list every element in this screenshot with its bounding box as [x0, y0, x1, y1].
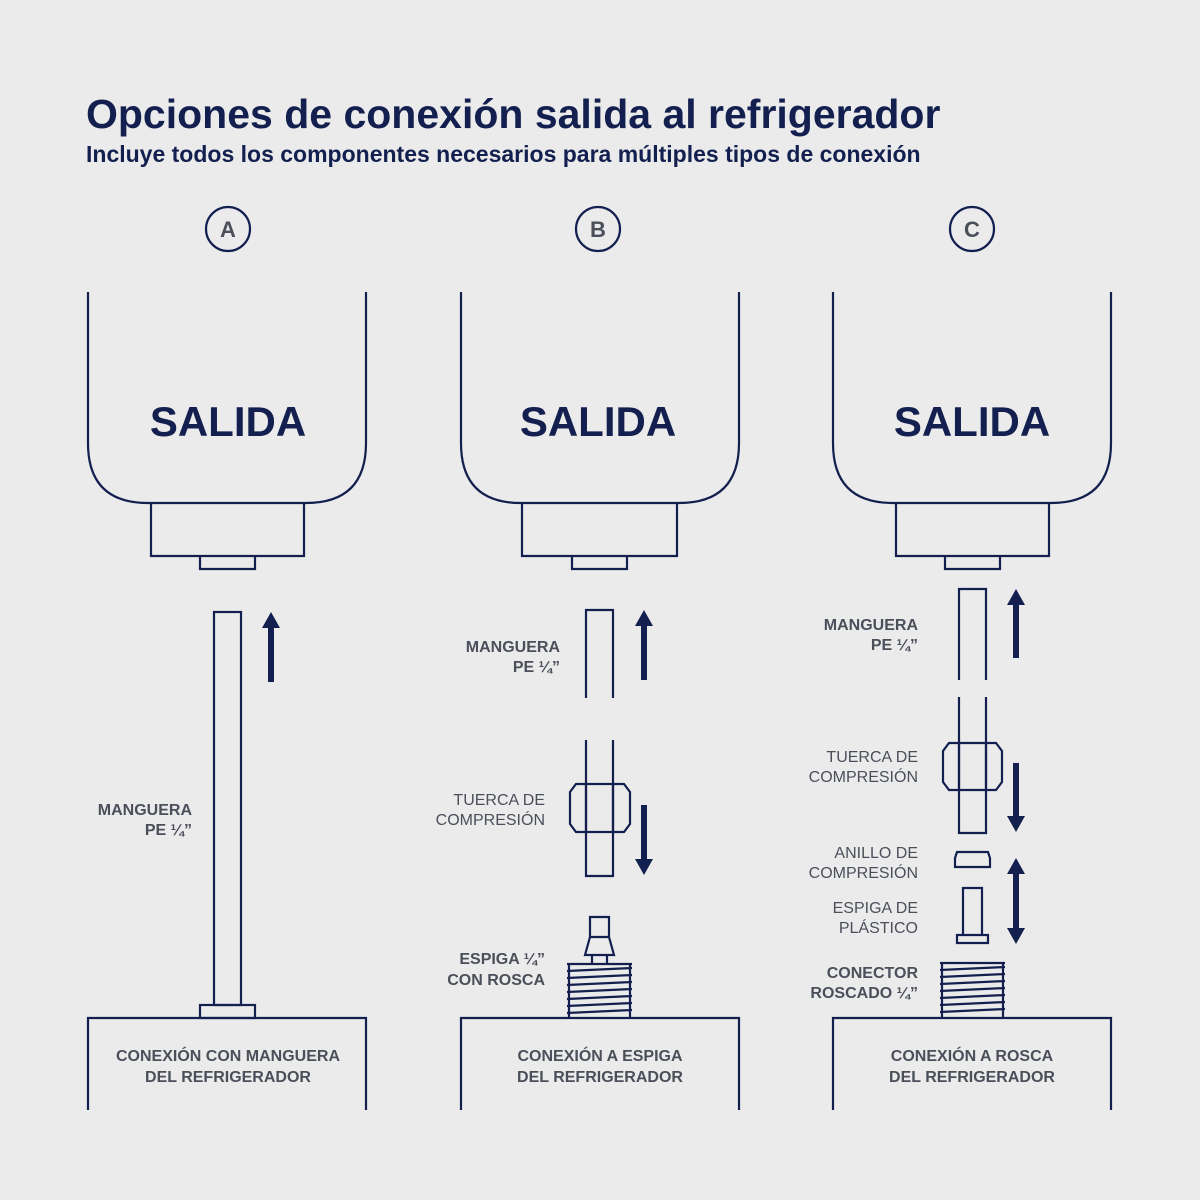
hose-label: MANGUERA — [466, 639, 561, 656]
outlet-neck — [520, 503, 679, 571]
outlet-body — [86, 292, 368, 505]
outlet-body — [831, 292, 1113, 505]
nut-label: TUERCA DE — [453, 792, 545, 809]
nut-label: TUERCA DE — [826, 749, 918, 766]
fridge-connection-box — [86, 1016, 368, 1110]
panel-b: B SALIDA MANGUERA PE ¼” TUERCA DE COMPRE… — [436, 205, 741, 1110]
threaded-connector — [939, 961, 1006, 1018]
base-label: CONEXIÓN CON MANGUERA — [116, 1046, 340, 1065]
panel-letter: B — [590, 217, 606, 242]
hose — [584, 608, 615, 698]
hose-segment — [957, 697, 988, 835]
panel-letter: A — [220, 217, 236, 242]
compression-ring — [953, 850, 992, 869]
compression-nut — [941, 741, 1004, 792]
page-subtitle: Incluye todos los componentes necesarios… — [86, 141, 921, 167]
panel-letter: C — [964, 217, 980, 242]
base-label: CONEXIÓN A ESPIGA — [517, 1046, 683, 1065]
connector-label-2: ROSCADO ¼” — [810, 985, 918, 1002]
base-label-2: DEL REFRIGERADOR — [517, 1069, 683, 1086]
arrow-down-icon — [1007, 763, 1025, 832]
compression-nut — [568, 782, 632, 834]
panel-c: C SALIDA MANGUERA PE ¼” TUERCA DE COMPRE… — [809, 205, 1113, 1110]
threaded-spigot — [566, 915, 633, 1018]
outlet-body — [459, 292, 741, 505]
ring-label-2: COMPRESIÓN — [809, 863, 918, 882]
hose-size-label: PE ¼” — [145, 822, 192, 839]
outlet-neck — [149, 503, 306, 571]
fridge-connection-box — [459, 1016, 741, 1110]
outlet-label: SALIDA — [520, 398, 676, 445]
fridge-connection-box — [831, 1016, 1113, 1110]
hose — [212, 610, 243, 1007]
base-label-2: DEL REFRIGERADOR — [889, 1069, 1055, 1086]
hose-size-label: PE ¼” — [513, 659, 560, 676]
plastic-insert — [955, 886, 990, 945]
arrow-up-icon — [262, 612, 280, 682]
hose-label: MANGUERA — [98, 802, 193, 819]
panel-letter-circle — [204, 205, 252, 253]
spigot-label: ESPIGA ¼” — [459, 951, 545, 968]
hose — [957, 587, 988, 680]
arrow-up-icon — [635, 610, 653, 680]
hose-label: MANGUERA — [824, 617, 919, 634]
nut-label-2: COMPRESIÓN — [436, 810, 545, 829]
panel-a: A SALIDA MANGUERA PE ¼” CONEXIÓN CON MAN… — [86, 205, 368, 1110]
spigot-label-2: CON ROSCA — [447, 972, 545, 989]
base-label-2: DEL REFRIGERADOR — [145, 1069, 311, 1086]
double-arrow-icon — [1007, 858, 1025, 944]
page-title: Opciones de conexión salida al refrigera… — [86, 91, 940, 137]
hose-size-label: PE ¼” — [871, 637, 918, 654]
hose-segment — [584, 740, 615, 878]
outlet-label: SALIDA — [150, 398, 306, 445]
arrow-down-icon — [635, 805, 653, 875]
insert-label: ESPIGA DE — [833, 900, 918, 917]
arrow-up-icon — [1007, 589, 1025, 658]
hose-fitting — [198, 1003, 257, 1020]
panel-letter-circle — [574, 205, 622, 253]
insert-label-2: PLÁSTICO — [839, 918, 918, 937]
outlet-neck — [894, 503, 1051, 571]
connector-label: CONECTOR — [827, 965, 919, 982]
panel-letter-circle — [948, 205, 996, 253]
outlet-label: SALIDA — [894, 398, 1050, 445]
nut-label-2: COMPRESIÓN — [809, 767, 918, 786]
base-label: CONEXIÓN A ROSCA — [891, 1046, 1054, 1065]
ring-label: ANILLO DE — [834, 845, 918, 862]
